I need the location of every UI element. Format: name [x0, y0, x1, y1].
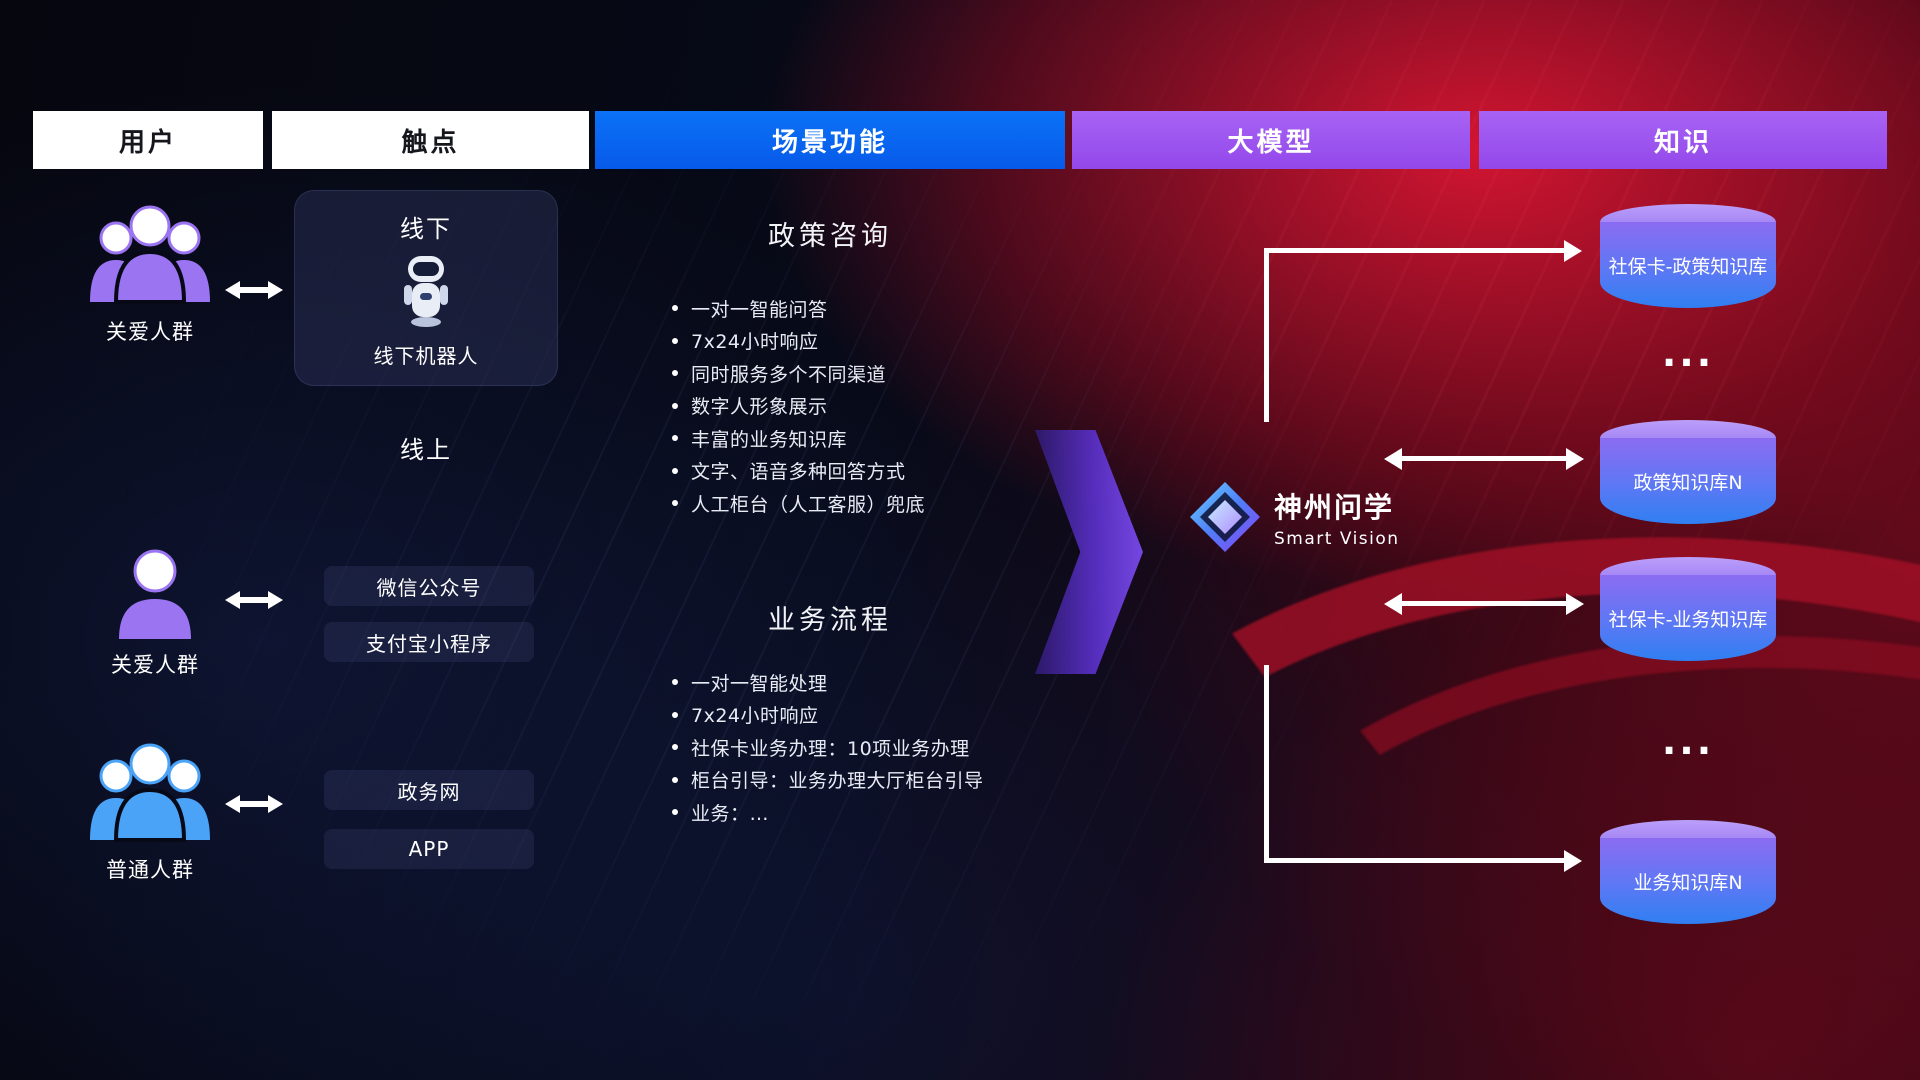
bullet-dot-icon [672, 809, 678, 816]
list-item: 数字人形象展示 [672, 390, 1092, 423]
scenario-business-list: 一对一智能处理 7x24小时响应 社保卡业务办理：10项业务办理 柜台引导：业务… [672, 666, 1092, 829]
group-people-icon [90, 743, 210, 842]
database-cylinder-policy-ssc: 社保卡-政策知识库 [1600, 204, 1776, 308]
model-name: 神州问学 [1274, 490, 1395, 524]
bullet-dot-icon [672, 305, 678, 312]
bullet-dot-icon [672, 500, 678, 507]
arrowhead-right-icon [1566, 593, 1584, 615]
model-logo-block: 神州问学 Smart Vision [1188, 480, 1400, 554]
user-single-care: 关爱人群 [105, 545, 205, 679]
arrowhead-right-icon [1564, 850, 1582, 872]
list-item: 7x24小时响应 [672, 699, 1092, 732]
channel-app: APP [324, 829, 534, 869]
list-item: 同时服务多个不同渠道 [672, 357, 1092, 390]
list-item-text: 7x24小时响应 [691, 331, 819, 354]
database-body [1600, 838, 1776, 924]
user-group-care: 关爱人群 [80, 202, 220, 346]
bullet-dot-icon [672, 370, 678, 377]
column-header-users: 用户 [33, 111, 263, 169]
connector-down-vertical [1264, 665, 1269, 863]
ellipsis-more-databases: ... [1661, 331, 1715, 375]
smart-vision-gem-icon [1190, 482, 1260, 552]
column-header-scenarios: 场景功能 [595, 111, 1065, 169]
database-label: 业务知识库N [1633, 872, 1743, 895]
database-cylinder-business-n: 业务知识库N [1600, 820, 1776, 924]
connector-down-horizontal [1264, 858, 1566, 863]
list-item: 文字、语音多种回答方式 [672, 455, 1092, 488]
arrowhead-right-icon [1564, 240, 1582, 262]
list-item-text: 一对一智能问答 [691, 298, 828, 321]
bullet-dot-icon [672, 467, 678, 474]
list-item: 丰富的业务知识库 [672, 422, 1092, 455]
connector-business-kb [1402, 601, 1566, 606]
double-arrow-icon [225, 588, 283, 616]
online-title: 线上 [400, 436, 452, 464]
user-label: 关爱人群 [106, 320, 194, 344]
offline-touchpoint-card: 线下 线下机器人 [294, 190, 558, 386]
bullet-dot-icon [672, 402, 678, 409]
user-label: 关爱人群 [111, 653, 199, 677]
connector-up-vertical [1264, 250, 1269, 422]
list-item: 一对一智能处理 [672, 666, 1092, 699]
connector-policy-n [1402, 456, 1566, 461]
list-item-text: 7x24小时响应 [691, 705, 819, 728]
list-item: 7x24小时响应 [672, 325, 1092, 358]
scenario-policy-list: 一对一智能问答 7x24小时响应 同时服务多个不同渠道 数字人形象展示 丰富的业… [672, 292, 1092, 520]
list-item-text: 同时服务多个不同渠道 [691, 363, 887, 386]
column-header-touchpoints: 触点 [272, 111, 589, 169]
double-arrow-icon [225, 792, 283, 820]
model-subtitle: Smart Vision [1274, 528, 1400, 549]
database-label: 社保卡-政策知识库 [1608, 256, 1768, 279]
channel-gov-web: 政务网 [324, 770, 534, 810]
arrowhead-left-icon [1384, 448, 1402, 470]
offline-title: 线下 [400, 215, 452, 243]
database-cylinder-business-ssc: 社保卡-业务知识库 [1600, 557, 1776, 661]
bullet-dot-icon [672, 711, 678, 718]
bullet-dot-icon [672, 744, 678, 751]
double-arrow-icon [225, 278, 283, 306]
user-group-general: 普通人群 [80, 740, 220, 884]
list-item: 一对一智能问答 [672, 292, 1092, 325]
group-people-icon [90, 205, 210, 304]
arrowhead-right-icon [1566, 448, 1584, 470]
list-item-text: 文字、语音多种回答方式 [691, 461, 906, 484]
arrowhead-left-icon [1384, 593, 1402, 615]
channel-alipay-miniapp: 支付宝小程序 [324, 622, 534, 662]
column-header-knowledge: 知识 [1479, 111, 1887, 169]
list-item-text: 业务：… [691, 802, 770, 825]
list-item-text: 柜台引导：业务办理大厅柜台引导 [691, 770, 984, 793]
scenario-title-business: 业务流程 [768, 605, 892, 636]
bullet-dot-icon [672, 776, 678, 783]
database-body [1600, 575, 1776, 661]
list-item: 人工柜台（人工客服）兜底 [672, 487, 1092, 520]
user-label: 普通人群 [106, 858, 194, 882]
database-label: 政策知识库N [1633, 472, 1743, 495]
database-label: 社保卡-业务知识库 [1608, 609, 1768, 632]
list-item-text: 社保卡业务办理：10项业务办理 [691, 737, 970, 760]
person-icon [119, 549, 191, 639]
bullet-dot-icon [672, 337, 678, 344]
connector-up-horizontal [1264, 248, 1566, 253]
bullet-dot-icon [672, 679, 678, 686]
database-body [1600, 438, 1776, 524]
list-item-text: 人工柜台（人工客服）兜底 [691, 493, 926, 516]
column-header-model: 大模型 [1072, 111, 1470, 169]
list-item: 社保卡业务办理：10项业务办理 [672, 731, 1092, 764]
bullet-dot-icon [672, 435, 678, 442]
list-item-text: 数字人形象展示 [691, 396, 828, 419]
list-item: 业务：… [672, 796, 1092, 829]
channel-wechat: 微信公众号 [324, 566, 534, 606]
robot-icon [394, 252, 458, 332]
scenario-title-policy: 政策咨询 [768, 221, 892, 252]
ellipsis-more-databases: ... [1661, 719, 1715, 763]
list-item-text: 一对一智能处理 [691, 672, 828, 695]
database-body [1600, 222, 1776, 308]
list-item: 柜台引导：业务办理大厅柜台引导 [672, 764, 1092, 797]
database-cylinder-policy-n: 政策知识库N [1600, 420, 1776, 524]
list-item-text: 丰富的业务知识库 [691, 428, 848, 451]
offline-device-label: 线下机器人 [373, 344, 479, 368]
